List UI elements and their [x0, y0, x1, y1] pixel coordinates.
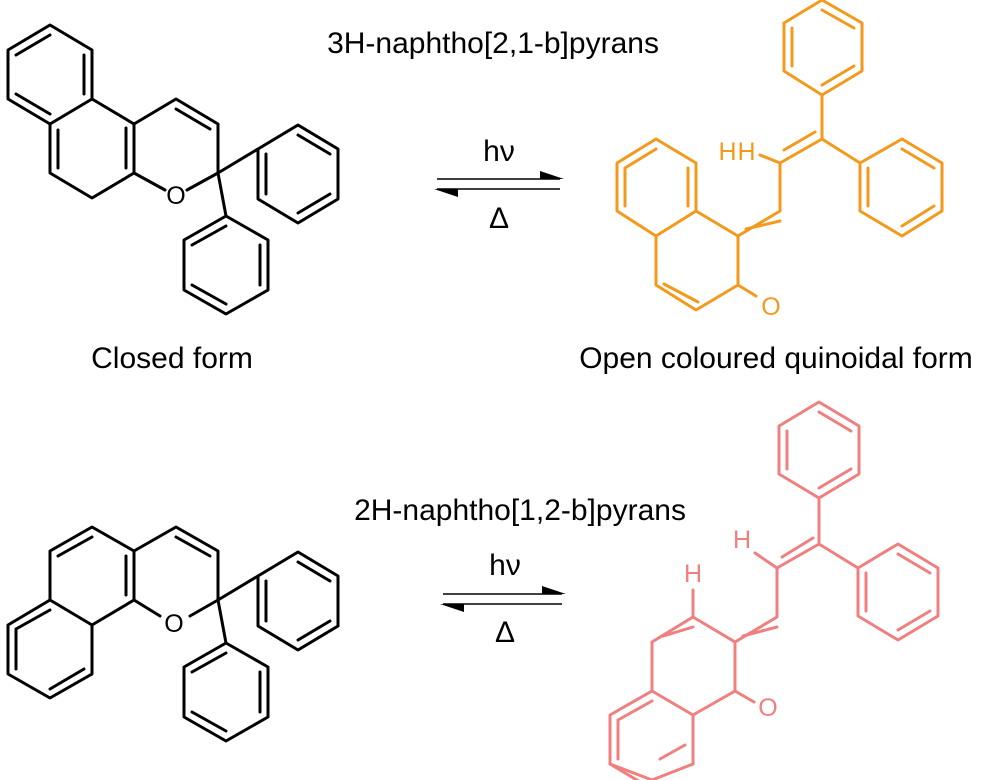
- closed-form-2-phenyl-ring-1: [256, 550, 340, 652]
- closed-form-2-phenyl-ring-2: [182, 641, 270, 743]
- open-form-phenyl-ring-1: [782, 0, 864, 97]
- closed-form-naphthalene-ring: [48, 97, 136, 200]
- open-quinoidal-form-orange: O HH: [615, 0, 944, 321]
- closed-form-benzo-ring: [6, 23, 94, 126]
- closed-form-phenyl-ring-2: [182, 214, 270, 316]
- reaction2-equilibrium-arrows: [440, 586, 566, 612]
- reaction2-reverse-label: Δ: [495, 616, 515, 649]
- reaction1-forward-label: hν: [483, 135, 515, 168]
- open-quinoidal-form-pink: O H H: [608, 400, 940, 780]
- reaction1-equilibrium-arrows: [434, 171, 564, 197]
- open-form-2-quinoid-ring: [650, 615, 737, 717]
- open-form-2-benzo-ring: [608, 689, 695, 780]
- closed-form-2-oxygen-atom: O: [164, 610, 183, 638]
- closed-form-phenyl-ring-1: [256, 123, 340, 225]
- open-form-benzo-ring: [615, 137, 698, 238]
- open-form-quinoid-ring: [654, 209, 740, 312]
- reaction2-title: 2H-naphtho[1,2-b]pyrans: [354, 494, 686, 527]
- open-form-2-ring-hydrogen: H: [684, 560, 702, 588]
- reaction2-forward-label: hν: [489, 549, 521, 582]
- closed-form-pyran-ring: [132, 97, 220, 192]
- open-form-2-oxygen-atom: O: [758, 694, 777, 722]
- closed-form-caption: Closed form: [91, 342, 253, 375]
- open-form-oxygen-atom: O: [761, 293, 780, 321]
- reaction1-reverse-label: Δ: [489, 202, 509, 235]
- open-form-2-phenyl-ring-1: [777, 400, 861, 500]
- closed-form-2-pyran-ring: [132, 525, 220, 618]
- closed-form-oxygen-atom: O: [166, 182, 185, 210]
- closed-form-2h-naphthopyran: O: [6, 525, 340, 743]
- open-form-phenyl-ring-2: [858, 137, 944, 238]
- open-form-2-phenyl-ring-2: [856, 542, 940, 642]
- open-form-hydrogen-atoms: HH: [718, 138, 755, 166]
- open-form-caption: Open coloured quinoidal form: [579, 342, 973, 375]
- closed-form-3h-naphthopyran: O: [6, 23, 340, 316]
- closed-form-2-naphthalene-ring: [48, 525, 136, 627]
- open-form-2-chain-hydrogen: H: [733, 526, 751, 554]
- closed-form-2-benzo-ring: [6, 598, 94, 700]
- reaction1-title: 3H-naphtho[2,1-b]pyrans: [327, 27, 659, 60]
